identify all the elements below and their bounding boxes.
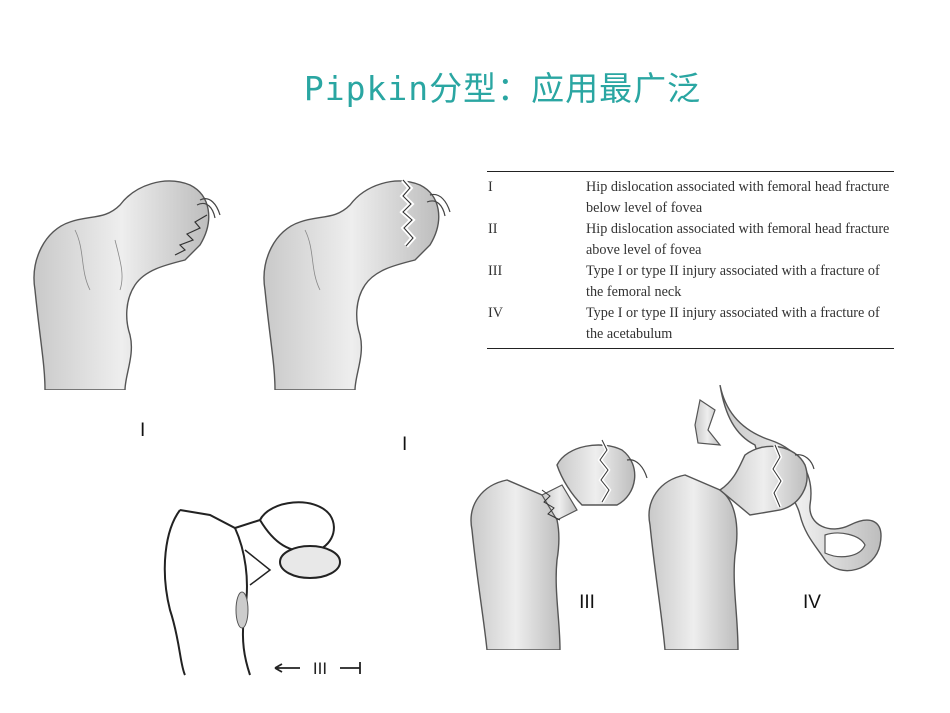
- femur-type-iii-line-drawing: III: [163, 501, 361, 678]
- label-fig2: I: [402, 434, 408, 455]
- label-fig5: IV: [803, 592, 821, 613]
- table-row: I Hip dislocation associated with femora…: [487, 177, 894, 218]
- description-cell: Type I or type II injury associated with…: [586, 263, 880, 300]
- type-cell: I: [488, 179, 493, 195]
- femur-type-i-illustration: [33, 180, 221, 390]
- table-row: II Hip dislocation associated with femor…: [487, 219, 894, 260]
- classification-table: I Hip dislocation associated with femora…: [487, 171, 894, 349]
- label-fig3: III: [313, 659, 327, 678]
- table-row: III Type I or type II injury associated …: [487, 261, 894, 302]
- description-cell: Hip dislocation associated with femoral …: [586, 221, 890, 258]
- label-fig4: III: [579, 592, 595, 613]
- femur-type-iii-illustration: III: [470, 439, 648, 650]
- description-cell: Type I or type II injury associated with…: [586, 305, 880, 342]
- type-cell: IV: [488, 305, 503, 321]
- type-cell: III: [488, 263, 503, 279]
- type-cell: II: [488, 221, 498, 237]
- femur-type-iv-illustration: IV: [648, 385, 882, 650]
- label-fig1: I: [140, 420, 146, 441]
- table-row: IV Type I or type II injury associated w…: [487, 303, 894, 344]
- femur-type-ii-illustration: [263, 178, 451, 390]
- description-cell: Hip dislocation associated with femoral …: [586, 179, 890, 216]
- slide-title: Pipkin分型：应用最广泛: [303, 69, 702, 108]
